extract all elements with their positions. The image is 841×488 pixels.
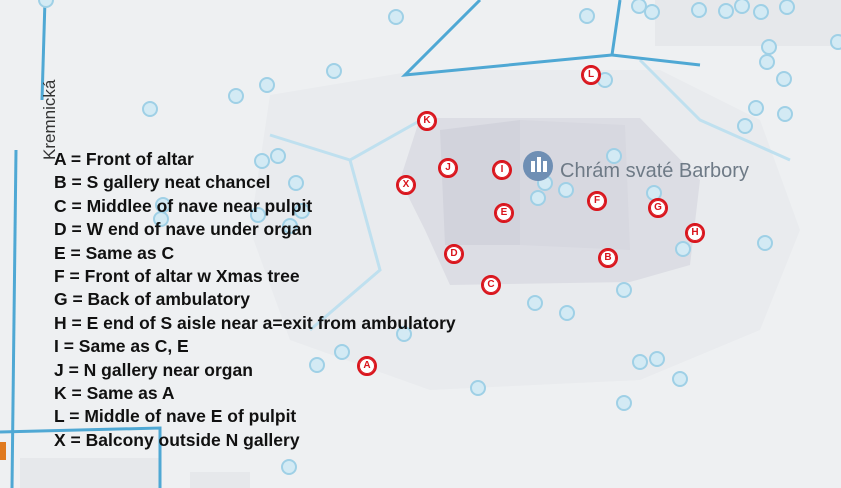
footpath	[309, 159, 382, 332]
trees-layer	[38, 0, 841, 475]
road	[0, 426, 162, 488]
marker-i[interactable]: I	[492, 160, 512, 180]
tree-marker	[830, 34, 841, 50]
road	[400, 0, 622, 77]
tree-marker	[753, 4, 769, 20]
tree-marker	[737, 118, 753, 134]
tree-marker	[270, 148, 286, 164]
legend-item: F = Front of altar w Xmas tree	[54, 265, 300, 286]
tree-marker	[777, 106, 793, 122]
legend: A = Front of altar B = S gallery neat ch…	[54, 148, 456, 452]
tree-marker	[334, 344, 350, 360]
tree-marker	[294, 203, 310, 219]
tree-marker	[632, 354, 648, 370]
legend-item: A = Front of altar	[54, 149, 194, 169]
tree-marker	[530, 190, 546, 206]
tree-marker	[649, 351, 665, 367]
legend-item: L = Middle of nave E of pulpit	[54, 406, 297, 427]
building-block	[190, 472, 250, 488]
poi-edge-marker[interactable]	[0, 442, 6, 460]
legend-item: G = Back of ambulatory	[54, 289, 250, 310]
tree-marker	[153, 211, 169, 227]
tree-marker	[616, 395, 632, 411]
footpath	[638, 58, 791, 162]
tree-marker	[288, 175, 304, 191]
tree-marker	[470, 380, 486, 396]
tree-marker	[675, 241, 691, 257]
tree-marker	[606, 148, 622, 164]
marker-l[interactable]: L	[581, 65, 601, 85]
road	[40, 0, 47, 101]
marker-e[interactable]: E	[494, 203, 514, 223]
tree-marker	[761, 39, 777, 55]
legend-item: I = Same as C, E	[54, 336, 189, 357]
tree-marker	[250, 207, 266, 223]
tree-marker	[759, 54, 775, 70]
legend-item: J = N gallery near organ	[54, 359, 253, 380]
tree-marker	[254, 153, 270, 169]
legend-item: E = Same as C	[54, 242, 175, 263]
legend-item: C = Middlee of nave near pulpit	[54, 195, 313, 216]
tree-marker	[734, 0, 750, 14]
tree-marker	[559, 305, 575, 321]
tree-marker	[691, 2, 707, 18]
tree-marker	[776, 71, 792, 87]
tree-marker	[326, 63, 342, 79]
tree-marker	[282, 218, 298, 234]
tree-marker	[748, 100, 764, 116]
legend-item: D = W end of nave under organ	[54, 219, 313, 240]
legend-item: H = E end of S aisle near a=exit from am…	[54, 312, 456, 333]
marker-k[interactable]: K	[417, 111, 437, 131]
marker-c[interactable]: C	[481, 275, 501, 295]
marker-x[interactable]: X	[396, 175, 416, 195]
tree-marker	[718, 3, 734, 19]
legend-item: K = Same as A	[54, 382, 175, 403]
tree-marker	[757, 235, 773, 251]
legend-item: X = Balcony outside N gallery	[54, 429, 300, 450]
tree-marker	[672, 371, 688, 387]
tree-marker	[228, 88, 244, 104]
marker-b[interactable]: B	[598, 248, 618, 268]
tree-marker	[558, 182, 574, 198]
tree-marker	[631, 0, 647, 14]
church-roof	[520, 120, 630, 250]
marker-g[interactable]: G	[648, 198, 668, 218]
tree-marker	[259, 77, 275, 93]
poi-label[interactable]: Chrám svaté Barbory	[560, 160, 749, 182]
tree-marker	[281, 459, 297, 475]
marker-d[interactable]: D	[444, 244, 464, 264]
marker-f[interactable]: F	[587, 191, 607, 211]
road	[611, 53, 701, 67]
marker-j[interactable]: J	[438, 158, 458, 178]
marker-h[interactable]: H	[685, 223, 705, 243]
church-icon[interactable]	[523, 151, 553, 181]
tree-marker	[579, 8, 595, 24]
tree-marker	[616, 282, 632, 298]
tree-marker	[38, 0, 54, 8]
legend-item: B = S gallery neat chancel	[54, 172, 271, 193]
marker-a[interactable]: A	[357, 356, 377, 376]
tree-marker	[309, 357, 325, 373]
tree-marker	[396, 326, 412, 342]
tree-marker	[388, 9, 404, 25]
tree-marker	[644, 4, 660, 20]
tree-marker	[779, 0, 795, 15]
tree-marker	[527, 295, 543, 311]
building-block	[20, 458, 160, 488]
tree-marker	[142, 101, 158, 117]
